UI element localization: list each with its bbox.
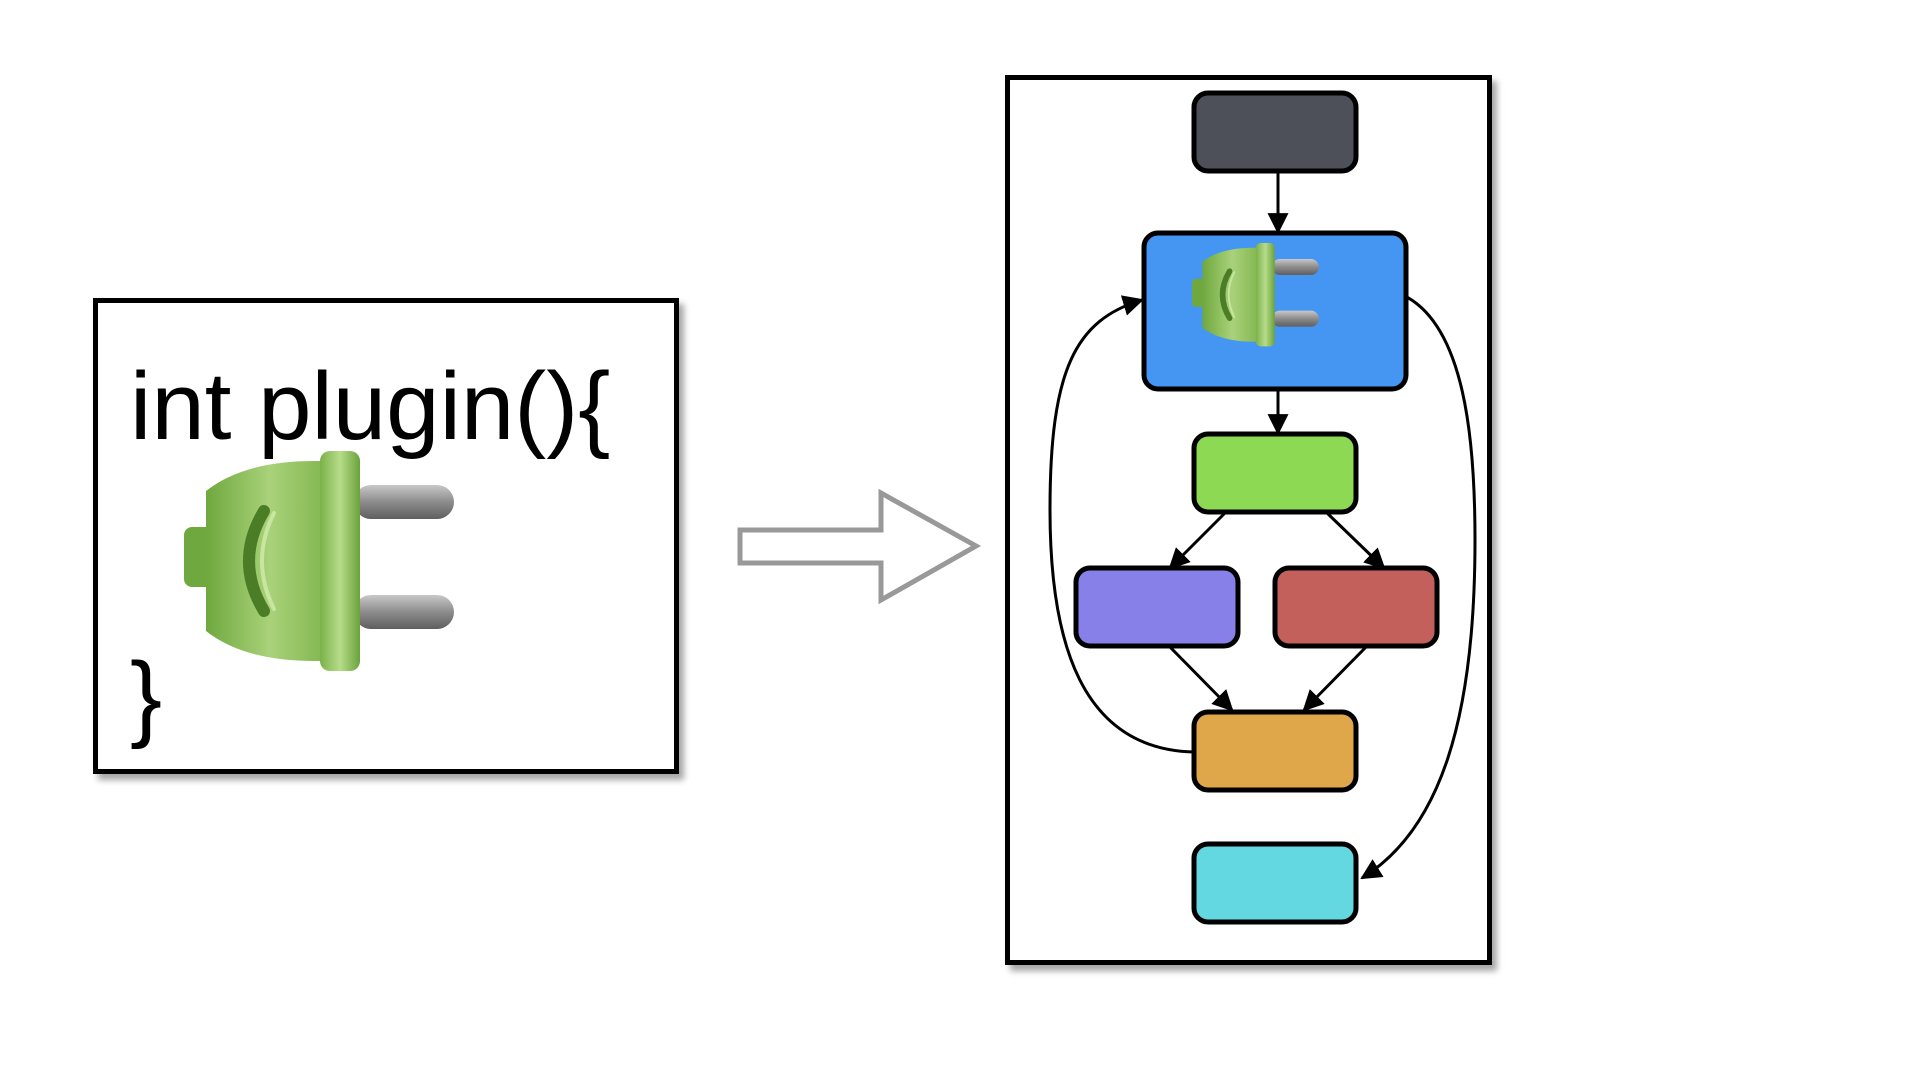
node-n4 <box>1073 565 1241 649</box>
edge-n5-n6 <box>1302 643 1370 712</box>
edge-n3-n4 <box>1168 510 1228 570</box>
code-close-line: } <box>130 643 163 750</box>
node-n6 <box>1191 709 1359 793</box>
plug-icon <box>184 451 474 676</box>
node-n5 <box>1272 565 1440 649</box>
node-n1 <box>1191 90 1359 174</box>
edge-n2-n7 <box>1360 293 1477 880</box>
flowgraph-box <box>1005 75 1492 965</box>
edge-n4-n6 <box>1166 643 1234 712</box>
node-n2 <box>1141 230 1409 392</box>
node-n3 <box>1191 431 1359 515</box>
edge-n6-n2 <box>1048 295 1196 754</box>
code-open-line: int plugin(){ <box>130 353 611 460</box>
edge-n3-n5 <box>1324 510 1386 570</box>
node-n7 <box>1191 841 1359 925</box>
code-box: int plugin(){ <box>93 298 679 774</box>
plug-icon <box>1192 243 1319 347</box>
